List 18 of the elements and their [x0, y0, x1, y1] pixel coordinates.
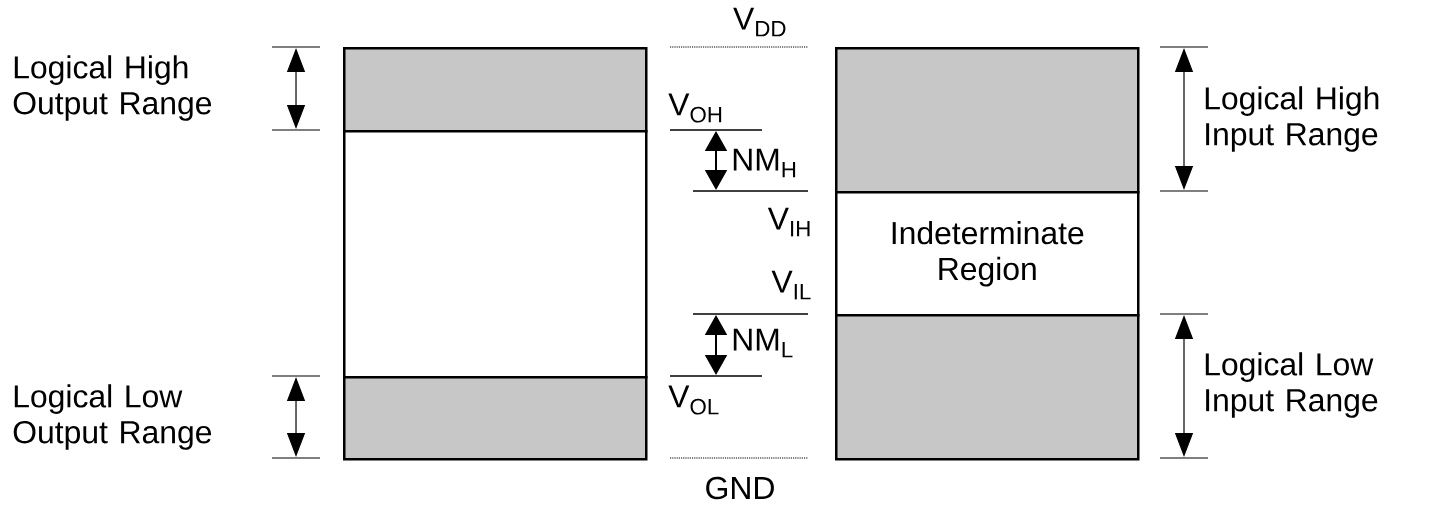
voltage-label: NM$_{H}$	[733, 148, 796, 178]
band-box	[835, 47, 1140, 194]
band-box	[835, 314, 1140, 461]
band-box	[343, 130, 648, 379]
range-label: Logical High Output Range	[13, 55, 212, 121]
range-label: Logical Low Output Range	[13, 384, 212, 450]
voltage-label: NM$_{L}$	[733, 328, 793, 358]
band-box	[343, 47, 648, 133]
range-label: Logical High Input Range	[1205, 86, 1379, 152]
voltage-label: GND	[706, 476, 774, 500]
voltage-label: V$_{IL}$	[771, 270, 811, 300]
voltage-label: V$_{IH}$	[767, 207, 810, 237]
voltage-label: V$_{OH}$	[668, 93, 722, 123]
band-box	[343, 376, 648, 461]
range-label: Logical Low Input Range	[1205, 352, 1378, 418]
voltage-label: V$_{OL}$	[668, 385, 719, 415]
voltage-label: V$_{DD}$	[733, 7, 786, 37]
region-box: Indeterminate Region	[835, 191, 1140, 317]
